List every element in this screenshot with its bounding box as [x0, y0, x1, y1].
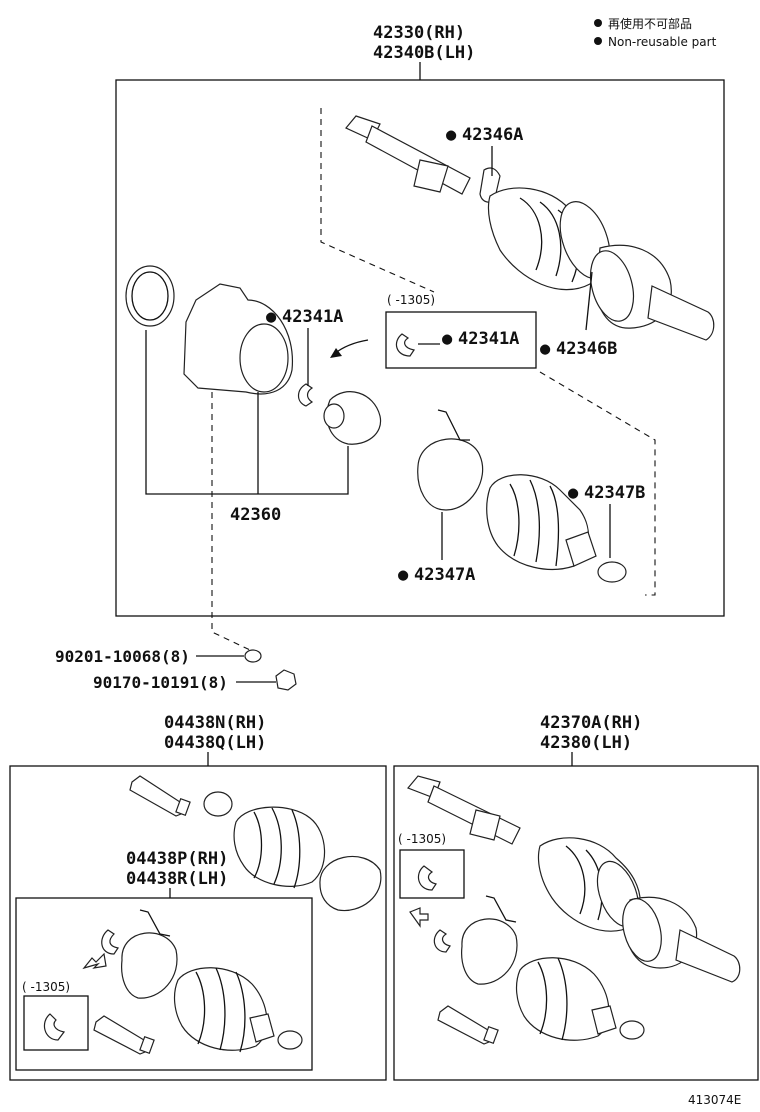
- inner-kit-boot-neck: [249, 1013, 275, 1043]
- kit-inner-rh-label: 04438P(RH): [126, 849, 228, 869]
- inner-kit-snap-ring: [101, 929, 119, 955]
- kit-inner-frame: [15, 897, 313, 1071]
- inset-top-frame: [385, 311, 537, 369]
- inner-kit-clamp-tab: [139, 909, 171, 937]
- inner-kit-clamp-small: [277, 1030, 303, 1050]
- tripod-roller: [323, 403, 345, 429]
- inset-bottom-left-frame: [23, 995, 89, 1051]
- inset-bottom-left-date: ( -1305): [22, 980, 70, 994]
- right-inner-boot-neck: [591, 1005, 617, 1035]
- kit-outer-lh-label: 04438Q(LH): [164, 733, 266, 753]
- inner-boot-clamp-large: [417, 438, 484, 511]
- outer-kit-clamp-small: [203, 791, 233, 817]
- inner-boot-clamp-tab: [437, 409, 470, 441]
- outer-kit-clamp-large: [319, 855, 382, 912]
- part-42346a-label: 42346A: [462, 125, 523, 145]
- inset-bottom-left-snap-ring: [43, 1013, 66, 1041]
- inner-boot-neck: [565, 531, 597, 567]
- inboard-o-ring: [125, 265, 175, 327]
- grease-tube-cap-inner: [139, 1035, 155, 1055]
- tripod-spider: [326, 391, 382, 445]
- assembly-right-illustration: [407, 775, 741, 1045]
- outer-kit-boot-ribs: [253, 807, 301, 889]
- part-42346a-bullet: ●: [446, 125, 457, 145]
- inset-bottom-right-frame: [399, 849, 465, 899]
- legend: 再使用不可部品 Non-reusable part: [594, 16, 717, 49]
- inset-bottom-right-snap-ring: [417, 865, 437, 891]
- inset-top-arrow: [333, 339, 369, 355]
- bolt-guide-dashed: [211, 392, 251, 651]
- inset-top-arrowhead: [330, 348, 342, 358]
- legend-text-en: Non-reusable part: [608, 35, 717, 49]
- assembly-top-lh-label: 42340B(LH): [373, 43, 475, 63]
- part-42347a-label: 42347A: [414, 565, 475, 585]
- part-42347b-bullet: ●: [568, 483, 579, 503]
- outer-kit-boot: [233, 806, 326, 887]
- assembly-top-rh-label: 42330(RH): [373, 23, 465, 43]
- part-90201-label: 90201-10068(8): [55, 647, 190, 666]
- right-shaft-damper: [469, 809, 501, 841]
- right-outer-stub-shaft: [675, 929, 741, 983]
- part-42346b-leader: [585, 271, 593, 331]
- part-42341a-inset-bullet: ●: [442, 329, 453, 349]
- kit-outer-illustration: [129, 775, 382, 912]
- right-inner-snap-ring: [433, 929, 451, 953]
- inner-kit-clamp-large: [121, 932, 178, 999]
- part-42360-label: 42360: [230, 505, 281, 525]
- main-assembly-frame: [115, 79, 725, 617]
- shaft-guide-dashed: [320, 108, 435, 293]
- right-inner-boot: [515, 957, 610, 1041]
- boot-guide-dashed: [539, 371, 656, 596]
- right-inner-arrow: [409, 907, 429, 928]
- inboard-o-ring-inner: [131, 271, 169, 321]
- inset-bottom-right-date: ( -1305): [398, 832, 446, 846]
- illustration-reference-code: 413074E: [688, 1093, 741, 1107]
- washer-90201: [244, 649, 262, 663]
- assembly-right-rh-label: 42370A(RH): [540, 713, 642, 733]
- right-inner-clamp-tab: [485, 895, 517, 923]
- part-42347b-label: 42347B: [584, 483, 645, 503]
- part-42346b-bullet: ●: [540, 339, 551, 359]
- inset-top-date: ( -1305): [387, 293, 435, 307]
- kit-outer-frame: [9, 765, 387, 1081]
- assembly-right-frame: [393, 765, 759, 1081]
- abs-tone-ring: [589, 250, 635, 322]
- inboard-joint-illustration: [125, 265, 382, 445]
- kit-inner-lh-label: 04438R(LH): [126, 869, 228, 889]
- kit-inner-illustration: [82, 909, 303, 1055]
- nut-90170: [275, 669, 297, 691]
- right-abs-tone-ring: [622, 898, 662, 962]
- outer-stub-shaft: [647, 285, 715, 341]
- grease-tube-cap-outer: [175, 797, 191, 817]
- drive-shaft-illustration: [345, 115, 715, 341]
- inner-kit-boot-ribs: [195, 967, 246, 1053]
- inner-boot-ribs: [509, 479, 560, 567]
- part-42341a-main-bullet: ●: [266, 307, 277, 327]
- right-inner-clamp-small: [619, 1020, 645, 1040]
- right-grease-tube-cap: [483, 1025, 499, 1045]
- part-42347a-bullet: ●: [398, 565, 409, 585]
- legend-bullet-jp: [594, 19, 602, 27]
- right-inner-boot-ribs: [537, 957, 568, 1041]
- part-42360-bracket: [145, 330, 349, 495]
- part-42341a-inset-label: 42341A: [458, 329, 519, 349]
- inset-top-snap-ring: [395, 333, 415, 357]
- legend-bullet-en: [594, 37, 602, 45]
- tripod-housing-bore: [239, 323, 289, 393]
- inner-kit-arrow: [82, 952, 107, 970]
- shaft-damper: [413, 159, 449, 193]
- kit-outer-rh-label: 04438N(RH): [164, 713, 266, 733]
- part-90170-label: 90170-10191(8): [93, 673, 228, 692]
- right-inner-clamp-large: [461, 918, 518, 985]
- snap-ring-42341a: [297, 383, 314, 407]
- part-42341a-main-label: 42341A: [282, 307, 343, 327]
- part-42346b-label: 42346B: [556, 339, 617, 359]
- inner-boot-clamp-small: [597, 561, 627, 583]
- inner-boot-illustration: [417, 409, 627, 583]
- legend-text-jp: 再使用不可部品: [608, 16, 692, 31]
- assembly-right-lh-label: 42380(LH): [540, 733, 632, 753]
